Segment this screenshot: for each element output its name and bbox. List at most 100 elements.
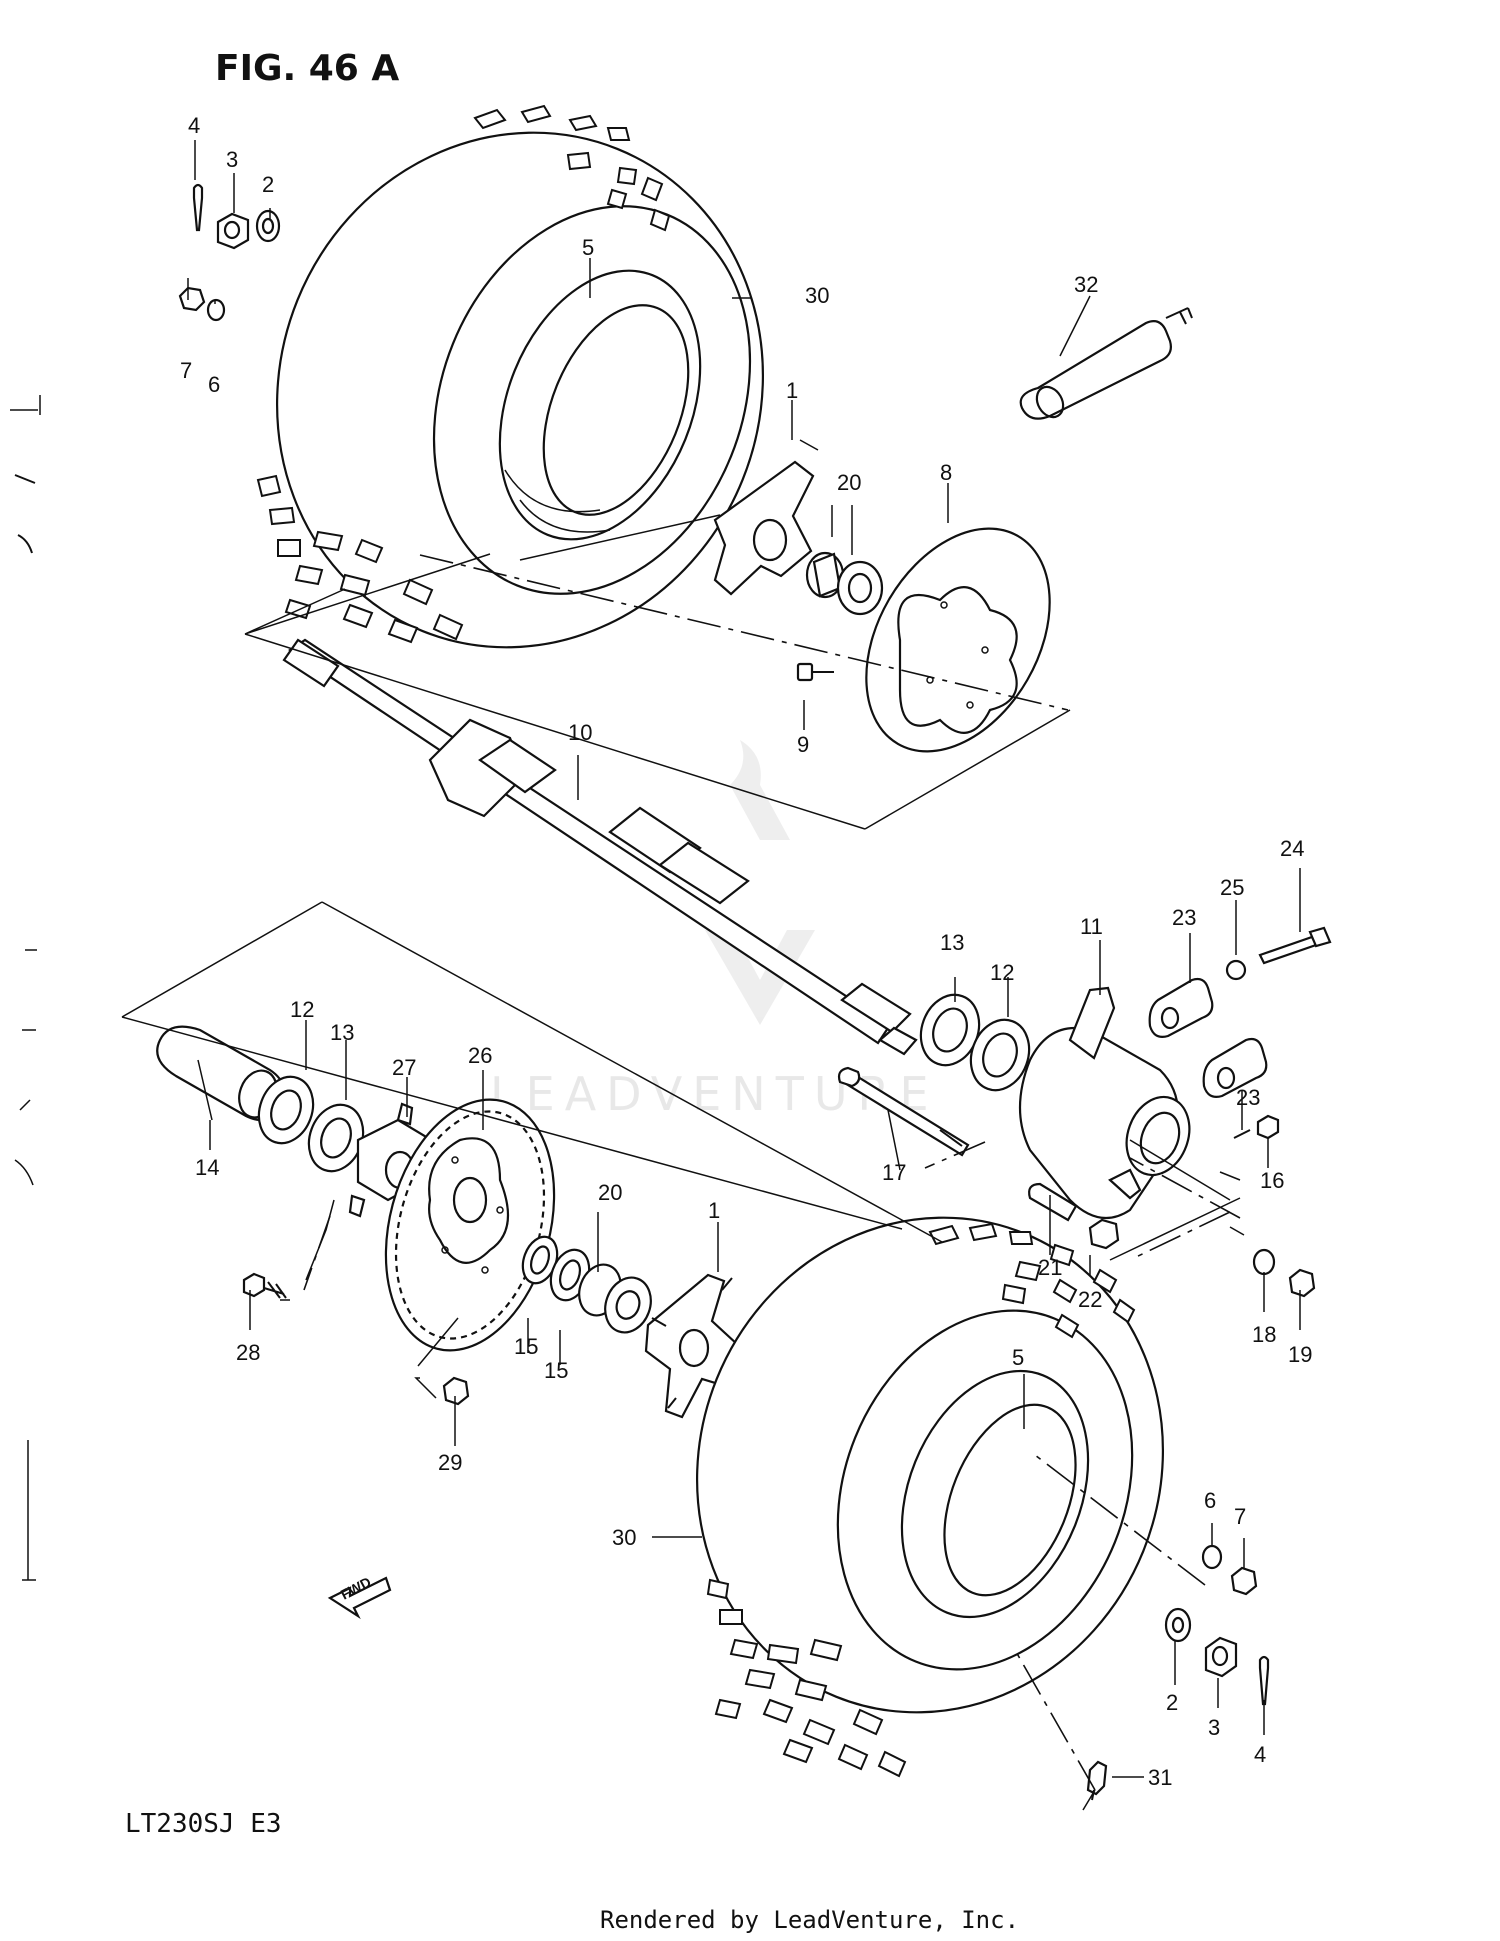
callout-22: 22 bbox=[1078, 1287, 1102, 1312]
wheel-nut-icon bbox=[1230, 1566, 1258, 1596]
callout-24: 24 bbox=[1280, 836, 1304, 861]
callout-16: 16 bbox=[1260, 1168, 1284, 1193]
callout-1: 1 bbox=[786, 378, 798, 403]
callout-31: 31 bbox=[1148, 1765, 1172, 1790]
bottom-tire bbox=[695, 1216, 1165, 1778]
callout-20: 20 bbox=[837, 470, 861, 495]
left-drive-parts bbox=[156, 1025, 430, 1218]
callout-26: 26 bbox=[468, 1043, 492, 1068]
sprocket-fasteners bbox=[242, 1272, 470, 1406]
reference-lines bbox=[121, 514, 1241, 1811]
adjuster-bolt-icon bbox=[1258, 935, 1318, 965]
callout-10: 10 bbox=[568, 720, 592, 745]
rear-axle bbox=[282, 638, 918, 1056]
washer-icon bbox=[1201, 1544, 1223, 1570]
callout-1b: 1 bbox=[708, 1198, 720, 1223]
bolt-icon bbox=[242, 1272, 266, 1298]
callout-13: 13 bbox=[940, 930, 964, 955]
top-fasteners bbox=[178, 183, 281, 322]
long-bolt-17 bbox=[837, 1066, 970, 1157]
footer-credit: Rendered by LeadVenture, Inc. bbox=[600, 1906, 1019, 1934]
callout-20b: 20 bbox=[598, 1180, 622, 1205]
callout-8: 8 bbox=[940, 460, 952, 485]
center-fasteners bbox=[1028, 1182, 1120, 1250]
scan-margin-marks bbox=[10, 395, 41, 1581]
nut-set-icon bbox=[836, 560, 884, 616]
callout-18: 18 bbox=[1252, 1322, 1276, 1347]
nut-icon bbox=[1225, 959, 1247, 981]
callout-3b: 3 bbox=[1208, 1715, 1220, 1740]
bolt-9 bbox=[796, 662, 834, 682]
callout-23b: 23 bbox=[1236, 1085, 1260, 1110]
callout-27: 27 bbox=[392, 1055, 416, 1080]
tire-pressure-gauge bbox=[1019, 307, 1193, 420]
fwd-arrow: FWD bbox=[327, 1574, 392, 1620]
tire-tread-top bbox=[256, 104, 671, 644]
nut-icon bbox=[1288, 1268, 1316, 1298]
callout-4b: 4 bbox=[1254, 1742, 1266, 1767]
washer-icon bbox=[206, 298, 226, 322]
callout-leaders bbox=[187, 140, 1301, 1778]
callout-19: 19 bbox=[1288, 1342, 1312, 1367]
callout-25: 25 bbox=[1220, 875, 1244, 900]
bolt-icon bbox=[796, 662, 814, 682]
callout-9: 9 bbox=[797, 732, 809, 757]
chain-adjusters bbox=[1148, 926, 1332, 1098]
brake-disc-icon bbox=[865, 527, 1051, 753]
bottom-nut-set bbox=[578, 1263, 652, 1334]
wheel-nut-icon bbox=[178, 286, 206, 312]
callout-2b: 2 bbox=[1166, 1690, 1178, 1715]
axle-housing bbox=[1018, 986, 1191, 1220]
rear-axle-icon bbox=[288, 638, 892, 1045]
tire-pressure-gauge-icon bbox=[1019, 320, 1172, 420]
callout-5: 5 bbox=[582, 235, 594, 260]
oil-seal-icon bbox=[257, 1075, 315, 1145]
bolt-icon bbox=[1028, 1182, 1078, 1222]
castle-nut-icon bbox=[1204, 1636, 1238, 1678]
callout-5b: 5 bbox=[1012, 1345, 1024, 1370]
right-fasteners bbox=[1233, 1114, 1316, 1298]
model-code: LT230SJ E3 bbox=[125, 1809, 282, 1839]
nut-icon bbox=[1088, 1218, 1120, 1250]
washer-icon bbox=[255, 209, 281, 243]
callout-2: 2 bbox=[262, 172, 274, 197]
bolt-icon bbox=[1256, 1114, 1280, 1140]
bottom-fasteners bbox=[1086, 1544, 1270, 1801]
callout-14: 14 bbox=[195, 1155, 219, 1180]
callout-13b: 13 bbox=[330, 1020, 354, 1045]
callout-12b: 12 bbox=[290, 997, 314, 1022]
callout-17: 17 bbox=[882, 1160, 906, 1185]
callout-29: 29 bbox=[438, 1450, 462, 1475]
callout-11: 11 bbox=[1080, 914, 1103, 939]
callout-15: 15 bbox=[514, 1334, 538, 1359]
oil-seal-icon bbox=[969, 1018, 1031, 1092]
callout-12: 12 bbox=[990, 960, 1014, 985]
washer-icon bbox=[1252, 1248, 1276, 1276]
chain-adjuster-icon bbox=[1148, 977, 1214, 1038]
tire-tread-bottom bbox=[706, 1222, 1136, 1778]
callout-7b: 7 bbox=[1234, 1504, 1246, 1529]
callout-30b: 30 bbox=[612, 1525, 636, 1550]
callout-6b: 6 bbox=[1204, 1488, 1216, 1513]
callout-labels: 4 3 2 7 6 5 30 32 1 20 8 9 10 24 25 23 1… bbox=[180, 113, 1312, 1790]
callout-4: 4 bbox=[188, 113, 200, 138]
brake-disc bbox=[865, 527, 1051, 753]
callout-23: 23 bbox=[1172, 905, 1196, 930]
callout-3: 3 bbox=[226, 147, 238, 172]
castle-nut-icon bbox=[216, 212, 250, 250]
cotter-pin-icon bbox=[192, 183, 204, 232]
top-tire bbox=[256, 104, 765, 649]
callout-32: 32 bbox=[1074, 272, 1098, 297]
callout-28: 28 bbox=[236, 1340, 260, 1365]
figure-title: FIG. 46 A bbox=[215, 48, 399, 89]
callout-30: 30 bbox=[805, 283, 829, 308]
callout-6: 6 bbox=[208, 372, 220, 397]
top-hub-assembly bbox=[713, 460, 884, 616]
washer-icon bbox=[1164, 1607, 1192, 1643]
cotter-pin-icon bbox=[1258, 1655, 1270, 1706]
callout-21: 21 bbox=[1038, 1255, 1062, 1280]
nut-icon bbox=[442, 1376, 470, 1406]
fwd-arrow-icon bbox=[327, 1576, 392, 1620]
